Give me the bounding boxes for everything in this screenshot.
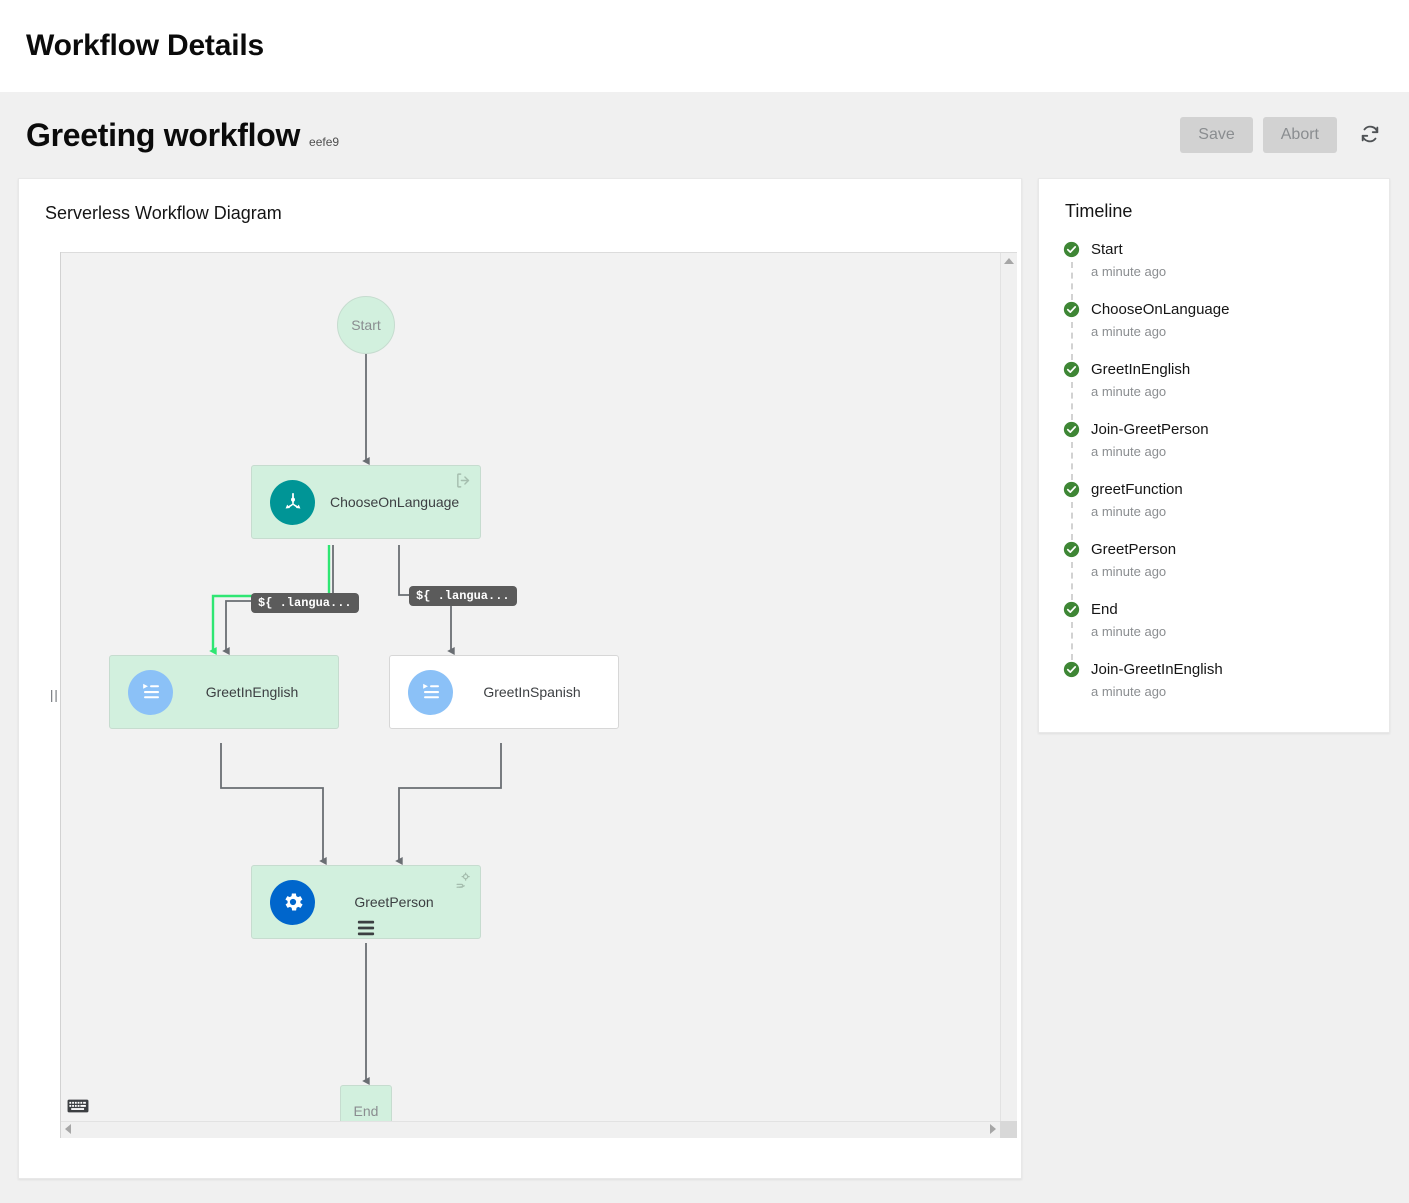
- body-area: Serverless Workflow Diagram ||: [0, 178, 1409, 1179]
- check-circle-icon: [1063, 421, 1080, 438]
- page-title-wrap: Greeting workflow eefe9: [26, 117, 1180, 154]
- page-title: Greeting workflow: [26, 116, 301, 153]
- check-circle-icon: [1063, 481, 1080, 498]
- timeline-title: Timeline: [1065, 201, 1133, 221]
- timeline-list: Start a minute ago ChooseOnLanguage a mi…: [1039, 240, 1389, 706]
- timeline-item-name: GreetInEnglish: [1091, 361, 1191, 378]
- timeline-item-time: a minute ago: [1091, 324, 1167, 339]
- diagram-card: Serverless Workflow Diagram ||: [18, 178, 1022, 1179]
- stack-icon[interactable]: [355, 919, 377, 942]
- node-greetperson-label: GreetPerson: [354, 894, 434, 910]
- canvas-horizontal-scrollbar[interactable]: [61, 1121, 1000, 1138]
- timeline-item-name: ChooseOnLanguage: [1091, 301, 1230, 318]
- timeline-item[interactable]: End a minute ago: [1039, 600, 1389, 660]
- check-circle-icon: [1063, 661, 1080, 678]
- inject-icon: [408, 669, 453, 715]
- node-start[interactable]: Start: [337, 296, 395, 354]
- node-greetinenglish[interactable]: GreetInEnglish: [109, 655, 339, 729]
- timeline-item-name: Join-GreetPerson: [1091, 421, 1209, 438]
- timeline-card: Timeline Start a minute ago ChooseOnLang…: [1038, 178, 1390, 733]
- scroll-up-icon[interactable]: [1004, 258, 1014, 264]
- branch-icon: [270, 479, 315, 525]
- timeline-item-time: a minute ago: [1091, 624, 1167, 639]
- workflow-canvas[interactable]: Start ChooseOnLanguage: [61, 252, 1017, 1138]
- masthead: Workflow Details: [0, 0, 1409, 92]
- edge-label-spanish[interactable]: ${ .langua...: [409, 586, 517, 606]
- timeline-connector: [1071, 622, 1073, 660]
- timeline-connector: [1071, 382, 1073, 420]
- timeline-connector: [1071, 562, 1073, 600]
- node-chooseonlanguage-label: ChooseOnLanguage: [330, 494, 460, 510]
- check-circle-icon: [1063, 541, 1080, 558]
- timeline-item-name: End: [1091, 601, 1118, 618]
- abort-button[interactable]: Abort: [1262, 117, 1337, 153]
- canvas-vertical-scrollbar[interactable]: [1000, 253, 1017, 1138]
- node-chooseonlanguage[interactable]: ChooseOnLanguage: [251, 465, 481, 539]
- check-circle-icon: [1063, 301, 1080, 318]
- timeline-item[interactable]: Start a minute ago: [1039, 240, 1389, 300]
- check-circle-icon: [1063, 601, 1080, 618]
- check-circle-icon: [1063, 241, 1080, 258]
- scroll-left-icon[interactable]: [65, 1124, 71, 1134]
- diagram-card-title: Serverless Workflow Diagram: [45, 203, 282, 223]
- scroll-right-icon[interactable]: [990, 1124, 996, 1134]
- node-start-label: Start: [351, 317, 381, 333]
- edge-label-english[interactable]: ${ .langua...: [251, 593, 359, 613]
- timeline-item-time: a minute ago: [1091, 684, 1167, 699]
- timeline-item-name: Start: [1091, 241, 1123, 258]
- workflow-id: eefe9: [309, 134, 340, 149]
- timeline-item-name: GreetPerson: [1091, 541, 1177, 558]
- gear-icon: [270, 879, 315, 925]
- timeline-item[interactable]: ChooseOnLanguage a minute ago: [1039, 300, 1389, 360]
- app-title: Workflow Details: [26, 29, 264, 62]
- node-greetinspanish-label: GreetInSpanish: [483, 684, 581, 700]
- save-button[interactable]: Save: [1180, 117, 1253, 153]
- timeline-item-time: a minute ago: [1091, 564, 1167, 579]
- node-greetinspanish[interactable]: GreetInSpanish: [389, 655, 619, 729]
- timeline-item-time: a minute ago: [1091, 444, 1167, 459]
- scrollbar-corner: [1000, 1121, 1017, 1138]
- canvas-outer: ||: [45, 252, 1017, 1138]
- inject-icon: [128, 669, 173, 715]
- timeline-item-time: a minute ago: [1091, 504, 1167, 519]
- splitter-grip-icon: ||: [50, 687, 59, 703]
- canvas-splitter[interactable]: ||: [45, 252, 61, 1138]
- refresh-icon: [1359, 123, 1381, 148]
- exit-icon: [455, 472, 472, 494]
- header-actions: Save Abort: [1180, 117, 1387, 153]
- timeline-item[interactable]: Join-GreetInEnglish a minute ago: [1039, 660, 1389, 706]
- workflow-edges: [209, 354, 502, 1085]
- timeline-item[interactable]: Join-GreetPerson a minute ago: [1039, 420, 1389, 480]
- timeline-item-name: Join-GreetInEnglish: [1091, 661, 1223, 678]
- timeline-item-time: a minute ago: [1091, 384, 1167, 399]
- node-greetinenglish-label: GreetInEnglish: [205, 684, 299, 700]
- timeline-item[interactable]: greetFunction a minute ago: [1039, 480, 1389, 540]
- timeline-connector: [1071, 502, 1073, 540]
- timeline-connector: [1071, 322, 1073, 360]
- node-end-label: End: [353, 1103, 379, 1119]
- timeline-connector: [1071, 262, 1073, 300]
- keyboard-icon[interactable]: [67, 1099, 89, 1113]
- node-greetperson[interactable]: GreetPerson: [251, 865, 481, 939]
- refresh-button[interactable]: [1353, 118, 1387, 152]
- timeline-item-name: greetFunction: [1091, 481, 1183, 498]
- timeline-item-time: a minute ago: [1091, 264, 1167, 279]
- timeline-connector: [1071, 442, 1073, 480]
- service-hand-gear-icon: [455, 872, 472, 894]
- check-circle-icon: [1063, 361, 1080, 378]
- page-header: Greeting workflow eefe9 Save Abort: [0, 92, 1409, 178]
- timeline-item[interactable]: GreetPerson a minute ago: [1039, 540, 1389, 600]
- timeline-item[interactable]: GreetInEnglish a minute ago: [1039, 360, 1389, 420]
